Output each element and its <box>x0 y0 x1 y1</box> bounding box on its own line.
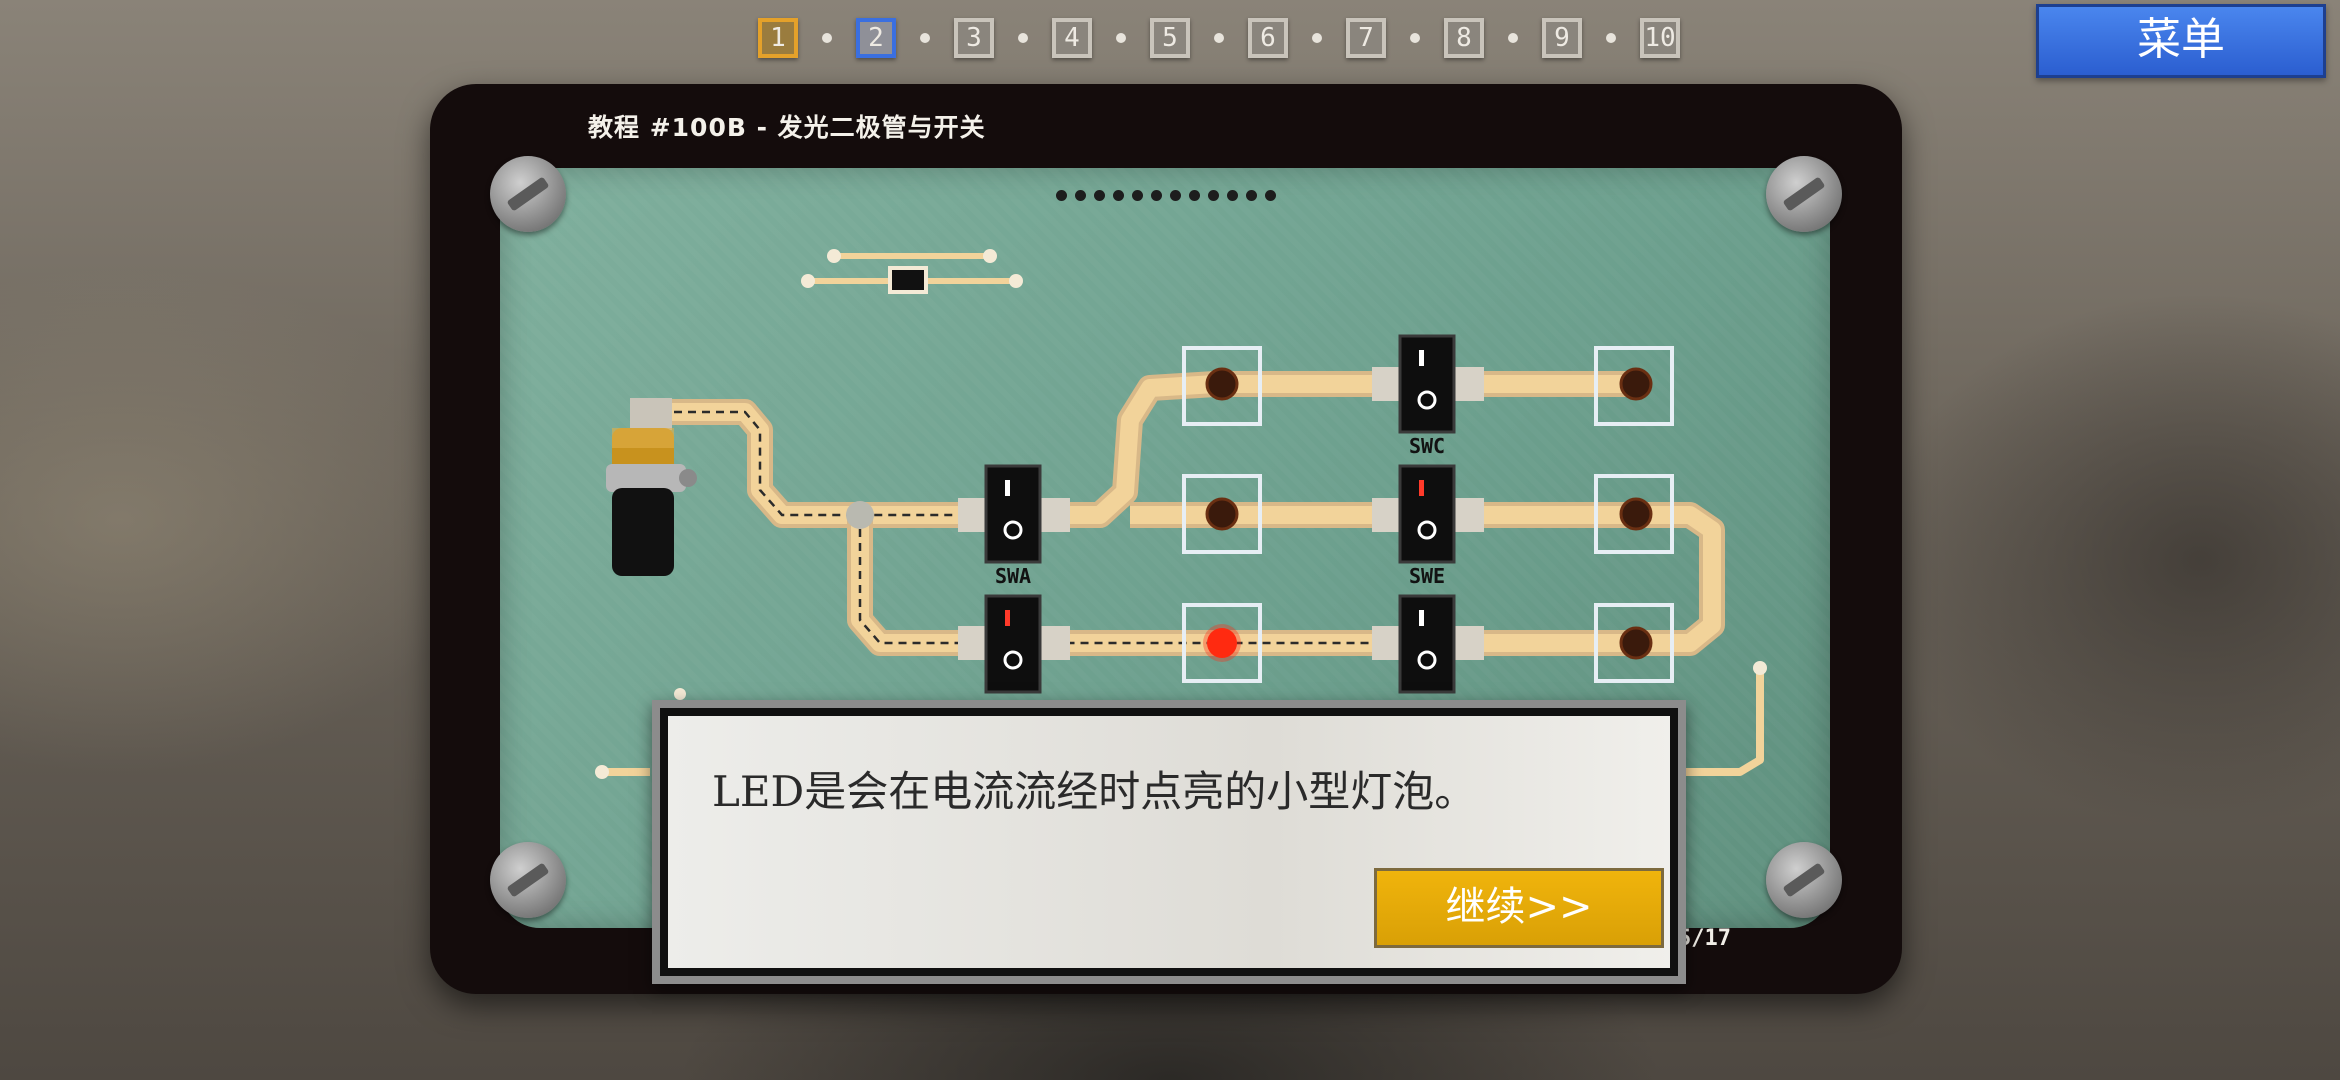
level-separator-dot <box>1116 33 1126 43</box>
level-2-button[interactable]: 2 <box>856 18 896 58</box>
switch-label-swa: SWA <box>994 564 1032 588</box>
continue-button[interactable]: 继续>> <box>1374 868 1664 948</box>
level-3-button[interactable]: 3 <box>954 18 994 58</box>
screw-icon <box>490 156 566 232</box>
led-off <box>1619 497 1653 531</box>
switch-swe[interactable] <box>1372 464 1484 564</box>
tutorial-dialog: LED是会在电流流经时点亮的小型灯泡。 继续>> <box>652 700 1686 984</box>
level-separator-dot <box>1312 33 1322 43</box>
led-off <box>1619 626 1653 660</box>
battery-component[interactable] <box>606 398 697 576</box>
switch-label-swc: SWC <box>1408 434 1446 458</box>
level-separator-dot <box>1018 33 1028 43</box>
level-8-button[interactable]: 8 <box>1444 18 1484 58</box>
switch-swc[interactable] <box>1372 334 1484 434</box>
tutorial-text: LED是会在电流流经时点亮的小型灯泡。 <box>712 767 1477 816</box>
resistor-component <box>801 249 1023 294</box>
level-6-button[interactable]: 6 <box>1248 18 1288 58</box>
screw-icon <box>1766 842 1842 918</box>
led-on <box>1207 628 1237 658</box>
level-10-button[interactable]: 10 <box>1640 18 1680 58</box>
level-separator-dot <box>920 33 930 43</box>
tutorial-dialog-panel: LED是会在电流流经时点亮的小型灯泡。 继续>> <box>660 708 1678 976</box>
led-off <box>1205 367 1239 401</box>
connector-pins <box>1056 190 1284 201</box>
level-1-button[interactable]: 1 <box>758 18 798 58</box>
led-grid <box>1182 346 1674 683</box>
level-5-button[interactable]: 5 <box>1150 18 1190 58</box>
level-separator-dot <box>1606 33 1616 43</box>
level-title: 教程 #100B - 发光二极管与开关 <box>588 113 986 142</box>
level-separator-dot <box>1508 33 1518 43</box>
menu-button[interactable]: 菜单 <box>2036 4 2326 78</box>
level-separator-dot <box>822 33 832 43</box>
junction-node <box>846 501 874 529</box>
screw-icon <box>1766 156 1842 232</box>
led-off <box>1619 367 1653 401</box>
level-selector: 1 2 3 4 5 6 7 8 9 10 <box>758 18 1680 58</box>
level-separator-dot <box>1214 33 1224 43</box>
switch-swd[interactable] <box>1372 594 1484 694</box>
level-7-button[interactable]: 7 <box>1346 18 1386 58</box>
switch-label-swe: SWE <box>1408 564 1446 588</box>
screw-icon <box>490 842 566 918</box>
switch-swa[interactable] <box>958 464 1070 564</box>
switch-swb[interactable] <box>958 594 1070 694</box>
led-off <box>1205 497 1239 531</box>
level-9-button[interactable]: 9 <box>1542 18 1582 58</box>
level-separator-dot <box>1410 33 1420 43</box>
progress-counter: 5/17 <box>1678 926 1731 951</box>
level-4-button[interactable]: 4 <box>1052 18 1092 58</box>
